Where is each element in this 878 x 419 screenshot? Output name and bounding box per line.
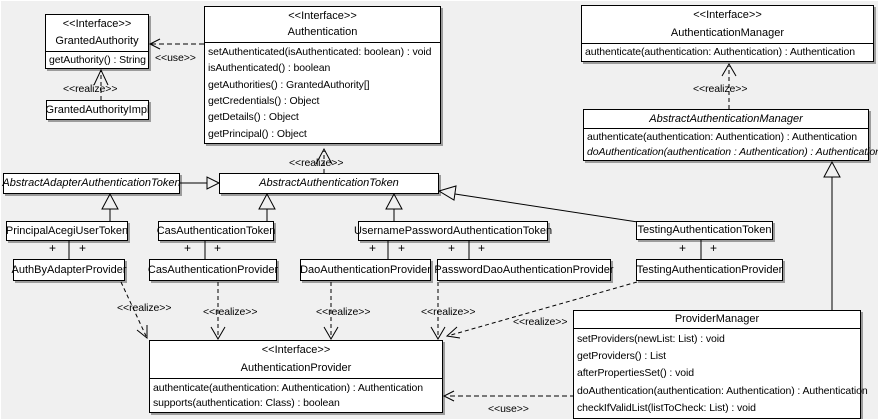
generalization-principal-token bbox=[101, 192, 119, 221]
class-principal-acegi-user-token: PrincipalAcegiUserToken bbox=[6, 221, 128, 241]
class-password-dao-authentication-provider: PasswordDaoAuthenticationProvider bbox=[434, 259, 614, 281]
realize-arrow-abstractauthenticationmanager bbox=[721, 63, 737, 109]
class-abstract-adapter-authentication-token: AbstractAdapterAuthenticationToken bbox=[2, 173, 181, 194]
use-arrow-authentication-grantedauthority bbox=[148, 38, 204, 50]
method: getProviders() : List bbox=[577, 350, 666, 363]
multiplicity-plus: + bbox=[184, 241, 192, 255]
class-name: TestingAuthenticationProvider bbox=[636, 263, 783, 276]
use-label: <<use>> bbox=[155, 52, 196, 64]
class-name: AbstractAuthenticationToken bbox=[259, 177, 399, 190]
method: doAuthentication(authentication: Authent… bbox=[577, 384, 868, 397]
multiplicity-plus: + bbox=[79, 241, 87, 255]
class-name: AuthenticationProvider bbox=[240, 361, 352, 374]
class-authentication: <<Interface>> Authentication setAuthenti… bbox=[204, 6, 441, 144]
generalization-testing-token bbox=[437, 185, 639, 223]
method: checkIfValidList(listToCheck: List) : vo… bbox=[577, 402, 756, 415]
generalization-usernamepassword-token bbox=[385, 192, 403, 221]
realize-label: <<realize>> bbox=[693, 83, 748, 95]
method: authenticate(authentication: Authenticat… bbox=[585, 46, 856, 59]
stereotype: <<Interface>> bbox=[693, 9, 762, 22]
class-authentication-manager: <<Interface>> AuthenticationManager auth… bbox=[581, 5, 874, 62]
class-name: DaoAuthenticationProvider bbox=[300, 263, 431, 276]
class-name: AbstractAuthenticationManager bbox=[649, 112, 803, 125]
class-abstract-authentication-token: AbstractAuthenticationToken bbox=[219, 173, 439, 194]
method: getAuthority() : String bbox=[49, 53, 146, 66]
class-dao-authentication-provider: DaoAuthenticationProvider bbox=[300, 259, 431, 281]
multiplicity-plus: + bbox=[710, 241, 718, 255]
class-name: PasswordDaoAuthenticationProvider bbox=[434, 263, 614, 276]
class-testing-authentication-provider: TestingAuthenticationProvider bbox=[636, 259, 783, 281]
multiplicity-plus: + bbox=[478, 241, 486, 255]
class-name: ProviderManager bbox=[674, 313, 760, 326]
class-name: AuthenticationManager bbox=[670, 26, 785, 39]
stereotype: <<Interface>> bbox=[62, 18, 132, 31]
generalization-cas-token bbox=[258, 192, 276, 221]
class-name: AuthByAdapterProvider bbox=[11, 263, 127, 276]
realize-arrow-testingauthenticationprovider bbox=[445, 281, 638, 339]
class-username-password-authentication-token: UsernamePasswordAuthenticationToken bbox=[353, 221, 553, 241]
use-arrow-providermanager bbox=[442, 390, 575, 402]
realize-label: <<realize>> bbox=[63, 83, 118, 95]
method: authenticate(authentication: Authenticat… bbox=[153, 381, 424, 394]
class-auth-by-adapter-provider: AuthByAdapterProvider bbox=[11, 259, 127, 281]
class-name: CasAuthenticationToken bbox=[156, 224, 276, 237]
method: getCredentials() : Object bbox=[208, 95, 320, 108]
class-granted-authority-impl: GrantedAuthorityImpl bbox=[46, 100, 149, 120]
method: afterPropertiesSet() : void bbox=[577, 367, 694, 380]
multiplicity-plus: + bbox=[679, 241, 687, 255]
class-name: AbstractAdapterAuthenticationToken bbox=[2, 177, 181, 190]
multiplicity-plus: + bbox=[398, 241, 406, 255]
realize-arrow-authbyadapterprovider bbox=[120, 281, 148, 340]
method: setAuthenticated(isAuthenticated: boolea… bbox=[208, 46, 432, 59]
class-name: CasAuthenticationProvider bbox=[147, 263, 279, 276]
stereotype: <<Interface>> bbox=[261, 344, 331, 357]
multiplicity-plus: + bbox=[448, 241, 456, 255]
stereotype: <<Interface>> bbox=[288, 9, 357, 22]
method: doAuthentication(authentication : Authen… bbox=[587, 145, 878, 158]
class-cas-authentication-token: CasAuthenticationToken bbox=[156, 221, 276, 241]
realize-label: <<realize>> bbox=[289, 157, 344, 169]
class-granted-authority: <<Interface>> GrantedAuthority getAuthor… bbox=[45, 14, 149, 69]
multiplicity-plus: + bbox=[214, 241, 222, 255]
class-authentication-provider: <<Interface>> AuthenticationProvider aut… bbox=[149, 340, 443, 413]
class-provider-manager: ProviderManager setProviders(newList: Li… bbox=[573, 310, 868, 419]
realize-label: <<realize>> bbox=[203, 306, 258, 318]
class-cas-authentication-provider: CasAuthenticationProvider bbox=[147, 259, 279, 281]
method: getAuthorities() : GrantedAuthority[] bbox=[208, 78, 370, 91]
generalization-adapter-token bbox=[180, 176, 221, 190]
class-name: TestingAuthenticationToken bbox=[637, 224, 772, 237]
realize-arrow-grantedauthorityimpl bbox=[93, 68, 109, 100]
method: authenticate(authentication: Authenticat… bbox=[587, 131, 858, 144]
method: getDetails() : Object bbox=[208, 111, 299, 124]
generalization-providermanager bbox=[823, 160, 841, 310]
method: getPrincipal() : Object bbox=[208, 127, 307, 140]
realize-arrow-passworddaoauthenticationprovider bbox=[430, 282, 446, 340]
realize-label: <<realize>> bbox=[513, 316, 568, 328]
realize-arrow-abstractauthenticationtoken bbox=[315, 147, 333, 173]
class-abstract-authentication-manager: AbstractAuthenticationManager authentica… bbox=[583, 109, 878, 161]
class-testing-authentication-token: TestingAuthenticationToken bbox=[636, 221, 773, 240]
multiplicity-plus: + bbox=[49, 241, 57, 255]
multiplicity-plus: + bbox=[369, 241, 377, 255]
method: setProviders(newList: List) : void bbox=[577, 332, 725, 345]
use-label: <<use>> bbox=[488, 403, 529, 415]
realize-label: <<realize>> bbox=[421, 306, 476, 318]
realize-arrow-casauthenticationprovider bbox=[210, 282, 226, 340]
method: isAuthenticated() : boolean bbox=[208, 62, 331, 75]
class-name: GrantedAuthority bbox=[55, 35, 139, 48]
class-name: GrantedAuthorityImpl bbox=[45, 103, 150, 116]
realize-label: <<realize>> bbox=[117, 302, 172, 314]
realize-arrow-daoauthenticationprovider bbox=[323, 282, 339, 340]
class-name: PrincipalAcegiUserToken bbox=[5, 224, 129, 237]
class-name: UsernamePasswordAuthenticationToken bbox=[353, 224, 553, 237]
class-name: Authentication bbox=[287, 26, 358, 39]
realize-label: <<realize>> bbox=[316, 306, 371, 318]
method: supports(authentication: Class) : boolea… bbox=[153, 397, 340, 410]
